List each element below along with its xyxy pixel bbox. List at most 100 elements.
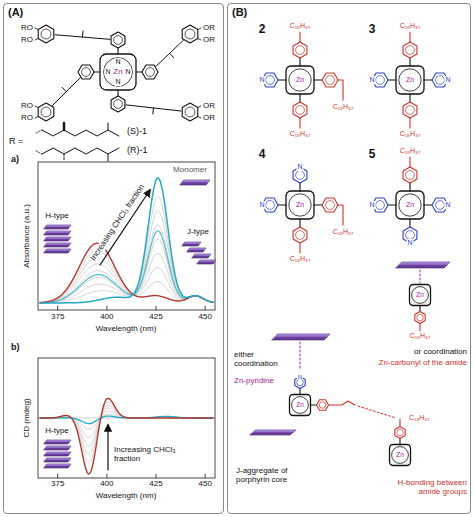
porphyrin-slab: [44, 231, 71, 235]
phenyl-ring: [293, 102, 307, 118]
aromatic-circle: [266, 76, 275, 85]
aromatic-circle: [185, 107, 195, 117]
tick-label: 400: [99, 313, 114, 322]
slab-highlight: [46, 225, 72, 227]
stereo-methyl: [64, 154, 65, 161]
meso-bond: [299, 58, 300, 66]
aromatic-circle: [296, 171, 305, 180]
carbonyl-bond: [152, 108, 154, 114]
slab-highlight: [46, 231, 72, 233]
aromatic-circle: [296, 46, 305, 55]
nitrogen-atom: N: [368, 76, 375, 84]
porphyrin-slab: [44, 452, 71, 456]
compound-number: 2: [258, 23, 267, 36]
slab-highlight: [46, 464, 72, 466]
trialkoxyphenyl-ring: [38, 25, 54, 43]
stereo-methyl: [63, 123, 65, 130]
phenyl-ring: [111, 96, 125, 112]
amide-chain: [329, 401, 356, 405]
aromatic-circle: [376, 76, 385, 85]
panel-label: a): [10, 155, 20, 165]
zinc-atom: Zn: [112, 68, 123, 77]
mixed-spectrum: [40, 231, 213, 303]
intermediate-spectrum: [40, 225, 213, 303]
alkoxy-group: RO: [20, 36, 34, 45]
nitrogen-atom: N: [406, 239, 413, 247]
j-aggregate-slab: [192, 254, 211, 258]
aromatic-circle: [326, 76, 335, 85]
meso-bond: [136, 71, 142, 72]
zinc-atom: Zn: [395, 451, 405, 458]
trend-label: Increasing CHCl₃ fraction: [113, 446, 187, 464]
meso-bond: [409, 219, 410, 227]
tick-label: 375: [50, 313, 65, 322]
mechanism-note: J-aggregate of porphyrin core: [235, 467, 315, 485]
slab-highlight: [46, 237, 72, 239]
plot-frame: [38, 358, 215, 478]
porphyrin-slab: [44, 237, 71, 241]
meso-bond: [278, 204, 286, 205]
phenyl-ring: [403, 102, 417, 118]
aromatic-circle: [436, 201, 445, 210]
ether-bond: [35, 106, 38, 108]
alkyl-chain: C₁₈H₃₇: [408, 414, 431, 422]
porphyrin-slab: [44, 249, 71, 253]
stacked-porphyrin: [396, 262, 450, 268]
monomer-spectrum: [40, 178, 213, 303]
trialkoxyphenyl-ring: [182, 103, 198, 121]
slab-highlight: [399, 262, 450, 265]
amide-chain: [419, 324, 420, 332]
nitrogen-atom: N: [124, 68, 131, 76]
porphyrin-slab: [44, 446, 71, 450]
slab-highlight: [182, 180, 210, 182]
ether-bond: [35, 28, 38, 30]
slab-highlight: [46, 458, 72, 460]
alkoxy-group: OR: [202, 24, 216, 33]
aromatic-circle: [41, 107, 51, 117]
slab-highlight: [46, 452, 72, 454]
meso-bond: [314, 204, 322, 205]
aromatic-circle: [406, 46, 415, 55]
zinc-atom: Zn: [405, 201, 415, 209]
alkyl-chain: C₁₈H₃₇: [289, 130, 312, 138]
h-aggregate-cd: [40, 398, 213, 473]
porphyrin-slab: [44, 225, 71, 229]
species-label: Monomer: [172, 166, 208, 175]
axis-title: Absorbance (a.u.): [23, 203, 32, 269]
phenyl-ring: [111, 32, 125, 48]
phenyl-ring: [322, 198, 338, 212]
tick-label: 425: [148, 480, 163, 489]
aromatic-circle: [297, 379, 304, 386]
aromatic-circle: [406, 231, 415, 240]
alkoxy-group: OR: [202, 102, 216, 111]
aggregate-label: H-type: [44, 427, 70, 436]
aromatic-circle: [41, 29, 51, 39]
intermediate-spectrum: [40, 253, 213, 302]
monomer-slab: [180, 180, 210, 185]
trend-arrow: [107, 425, 108, 470]
axis-tick: [156, 306, 157, 310]
plot-frame: [38, 162, 215, 310]
compound-label: (S)-1: [126, 127, 148, 137]
amide-chain: [409, 32, 410, 42]
alkyl-chain: C₁₈H₃₇: [332, 103, 355, 111]
aromatic-circle: [406, 106, 415, 115]
mechanism-note: Zn-pyridine: [233, 377, 275, 386]
aromatic-circle: [319, 402, 326, 409]
tick-label: 400: [99, 480, 114, 489]
porphyrin-core: [390, 445, 411, 466]
nitrogen-atom: N: [368, 201, 375, 209]
methyl-branch: [108, 154, 109, 161]
axis-title: Wavelength (nm): [95, 492, 158, 501]
meso-bond: [299, 389, 300, 395]
meso-bond: [117, 90, 118, 96]
stacked-porphyrin: [272, 334, 330, 340]
meso-bond: [278, 79, 286, 80]
phenyl-ring: [142, 65, 158, 79]
slab-highlight: [275, 334, 330, 337]
alkyl-chain: C₁₈H₃₇: [409, 332, 432, 340]
alkyl-chain: C₁₈H₃₇: [332, 228, 355, 236]
